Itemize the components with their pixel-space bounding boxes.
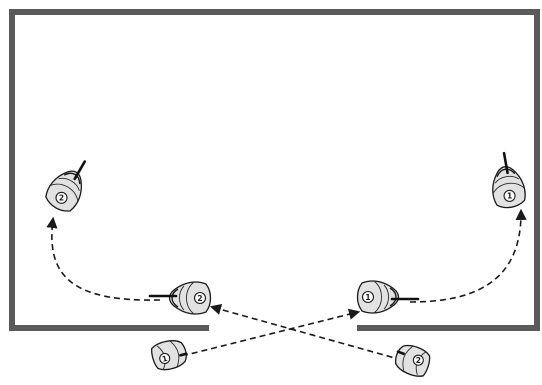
archer-badge	[193, 291, 207, 305]
archer-1-start-label: 1	[161, 354, 168, 364]
path-archer-1-segment-a	[181, 308, 361, 357]
archer-2-mid-label: 2	[197, 294, 202, 303]
archer-2-start-label: 2	[416, 356, 421, 365]
path-archer-1-segment-b	[409, 208, 527, 303]
room-walls	[9, 9, 540, 331]
arrow-icon	[73, 160, 87, 181]
room-wall-left-top-right	[9, 9, 540, 331]
arrow-icon	[396, 350, 405, 356]
archer-2-start-figure: 2	[394, 344, 431, 377]
archer-1-end-figure: 1	[492, 151, 526, 209]
archer-badge	[361, 290, 375, 304]
archer-badge	[159, 352, 171, 365]
archer-1-mid-label: 1	[365, 293, 370, 302]
archer-badge	[55, 191, 68, 204]
archer-1-start-figure: 1	[151, 340, 188, 371]
arrow-icon	[502, 151, 509, 175]
archer-2-end-figure: 2	[45, 160, 87, 212]
movement-paths	[46, 208, 527, 361]
archer-badge	[412, 354, 424, 366]
archer-1-mid-figure: 1	[356, 280, 420, 314]
path-archer-2-segment-b	[46, 216, 161, 301]
arrow-icon	[179, 352, 188, 357]
archer-badge	[503, 189, 516, 202]
archer-2-end-label: 2	[59, 194, 64, 203]
archer-2-mid-figure: 2	[148, 281, 212, 315]
path-archer-2-segment-a	[209, 304, 403, 361]
archer-1-end-label: 1	[507, 192, 512, 201]
